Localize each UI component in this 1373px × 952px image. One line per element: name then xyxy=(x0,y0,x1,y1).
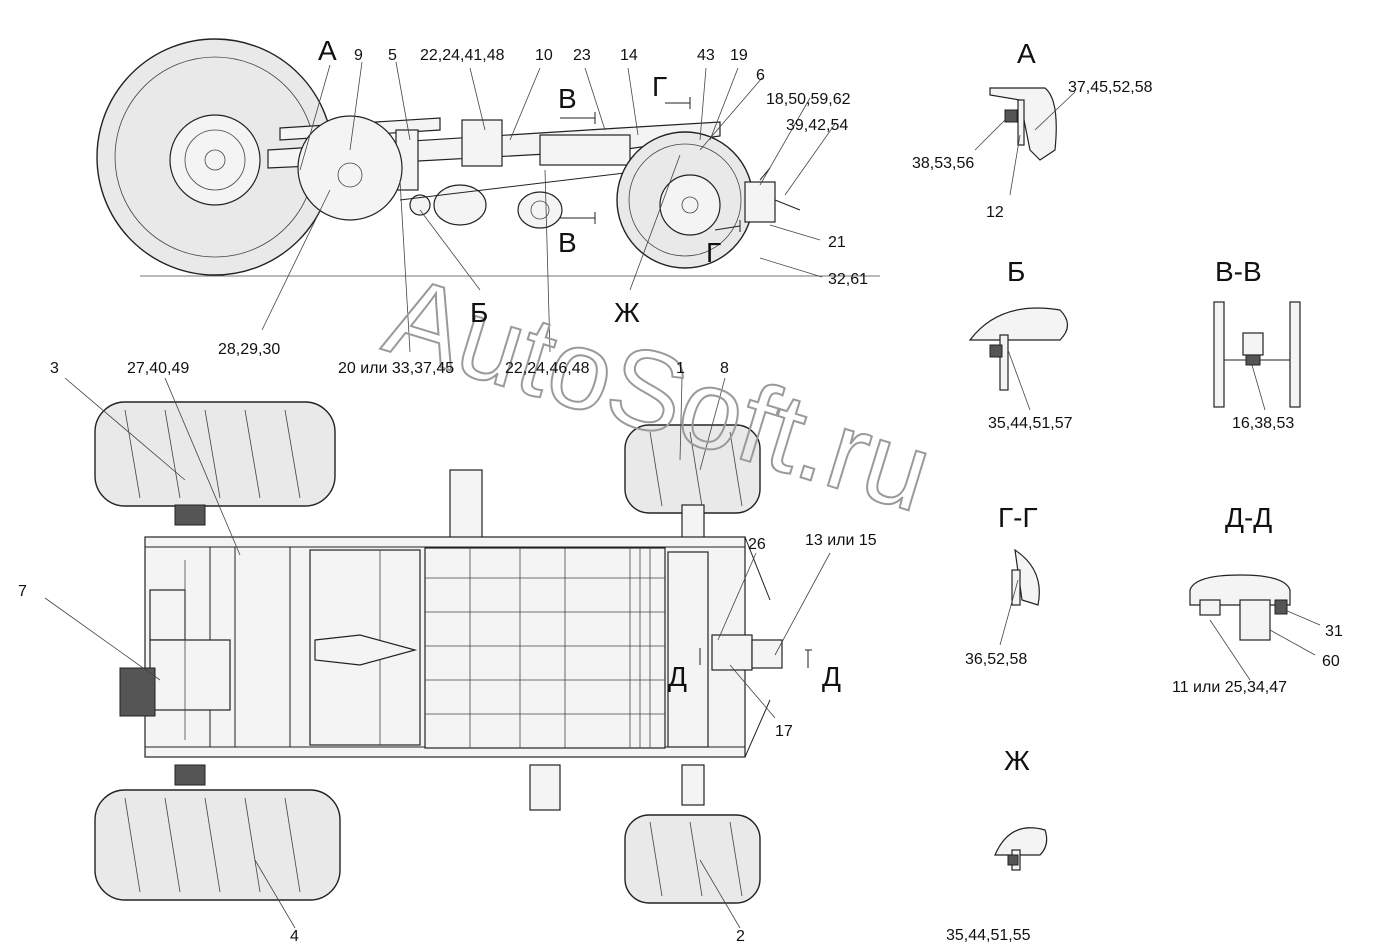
lower-front-spindle xyxy=(681,764,705,806)
detail-dd-label-2: 60 xyxy=(1322,653,1340,670)
top-gearbox xyxy=(119,560,231,740)
callout-22-24-41-48: 22,24,41,48 xyxy=(420,47,505,64)
callout-21: 21 xyxy=(828,234,846,251)
top-rear-wheel-upper xyxy=(94,401,336,507)
detail-a-title: А xyxy=(1017,38,1036,69)
view-label-g-bottom: Г xyxy=(706,237,721,268)
detail-b xyxy=(968,307,1069,411)
top-hitch xyxy=(711,536,783,758)
view-label-a: А xyxy=(318,35,337,66)
callout-4: 4 xyxy=(290,928,299,945)
side-center-disc xyxy=(297,115,651,229)
view-label-g-top: Г xyxy=(652,71,667,102)
callout-27-40-49: 27,40,49 xyxy=(127,360,189,377)
lower-hub xyxy=(174,764,206,786)
callout-14: 14 xyxy=(620,47,638,64)
callout-18-50-59-62: 18,50,59,62 xyxy=(766,91,851,108)
callout-9: 9 xyxy=(354,47,363,64)
detail-b-title: Б xyxy=(1007,256,1025,287)
detail-gg xyxy=(999,548,1040,646)
detail-b-label-1: 35,44,51,57 xyxy=(988,415,1073,432)
callout-7: 7 xyxy=(18,583,27,600)
top-front-wheel-lower xyxy=(624,814,761,904)
detail-zh-label-1: 35,44,51,55 xyxy=(946,927,1031,944)
side-callouts: 9 5 22,24,41,48 10 23 14 43 19 6 18,50,5… xyxy=(218,47,868,377)
view-label-zh: Ж xyxy=(614,297,640,328)
detail-dd-title: Д-Д xyxy=(1225,502,1272,533)
callout-1: 1 xyxy=(676,360,685,377)
callout-6: 6 xyxy=(756,67,765,84)
detail-vv-title: В-В xyxy=(1215,256,1262,287)
detail-a-label-3: 12 xyxy=(986,204,1004,221)
side-leader-lines xyxy=(261,61,836,353)
callout-26: 26 xyxy=(748,536,766,553)
side-view xyxy=(96,38,880,353)
callout-28-29-30: 28,29,30 xyxy=(218,341,280,358)
view-label-v-top: В xyxy=(558,83,577,114)
view-labels: А Б В В Г Г Ж Д Д xyxy=(318,35,841,692)
top-frame xyxy=(144,536,746,758)
callout-5: 5 xyxy=(388,47,397,64)
callout-8: 8 xyxy=(720,360,729,377)
callout-23: 23 xyxy=(573,47,591,64)
detail-dd-label-1: 31 xyxy=(1325,623,1343,640)
callout-10: 10 xyxy=(535,47,553,64)
callout-20-or: 20 или 33,37,45 xyxy=(338,360,454,377)
detail-dd xyxy=(1189,574,1321,681)
callout-43: 43 xyxy=(697,47,715,64)
callout-39-42-54: 39,42,54 xyxy=(786,117,848,134)
side-rear-wheel xyxy=(96,38,334,276)
top-view xyxy=(44,377,831,929)
callout-3: 3 xyxy=(50,360,59,377)
detail-zh-title: Ж xyxy=(1004,745,1030,776)
detail-a-label-1: 37,45,52,58 xyxy=(1068,79,1153,96)
upper-hub xyxy=(174,504,206,526)
callout-17: 17 xyxy=(775,723,793,740)
callout-19: 19 xyxy=(730,47,748,64)
view-label-b: Б xyxy=(470,297,488,328)
upper-front-spindle xyxy=(681,504,705,541)
view-label-v-bottom: В xyxy=(558,227,577,258)
top-leader-lines xyxy=(44,377,831,929)
side-front-wheel xyxy=(616,131,754,269)
section-markers xyxy=(560,97,741,232)
detail-gg-title: Г-Г xyxy=(998,502,1038,533)
detail-dd-label-3: 11 или 25,34,47 xyxy=(1172,679,1287,696)
top-rear-wheel-lower xyxy=(94,789,341,901)
detail-zh xyxy=(994,827,1048,871)
top-callouts: 3 27,40,49 1 8 26 13 или 15 7 17 4 2 xyxy=(18,360,877,945)
detail-a xyxy=(974,87,1076,196)
callout-22-24-46-48: 22,24,46,48 xyxy=(505,360,590,377)
detail-vv-label-1: 16,38,53 xyxy=(1232,415,1294,432)
upper-cylinder xyxy=(449,469,483,541)
lower-cylinder xyxy=(529,764,561,811)
detail-a-label-2: 38,53,56 xyxy=(912,155,974,172)
view-label-d-left: Д xyxy=(668,661,687,692)
callout-13-or-15: 13 или 15 xyxy=(805,532,877,549)
detail-labels: А 37,45,52,58 38,53,56 12 Б 35,44,51,57 … xyxy=(912,38,1343,944)
view-label-d-right: Д xyxy=(822,661,841,692)
side-hitch xyxy=(744,167,801,223)
detail-vv xyxy=(1213,301,1301,411)
callout-32-61: 32,61 xyxy=(828,271,868,288)
callout-2: 2 xyxy=(736,928,745,945)
detail-gg-label-1: 36,52,58 xyxy=(965,651,1027,668)
